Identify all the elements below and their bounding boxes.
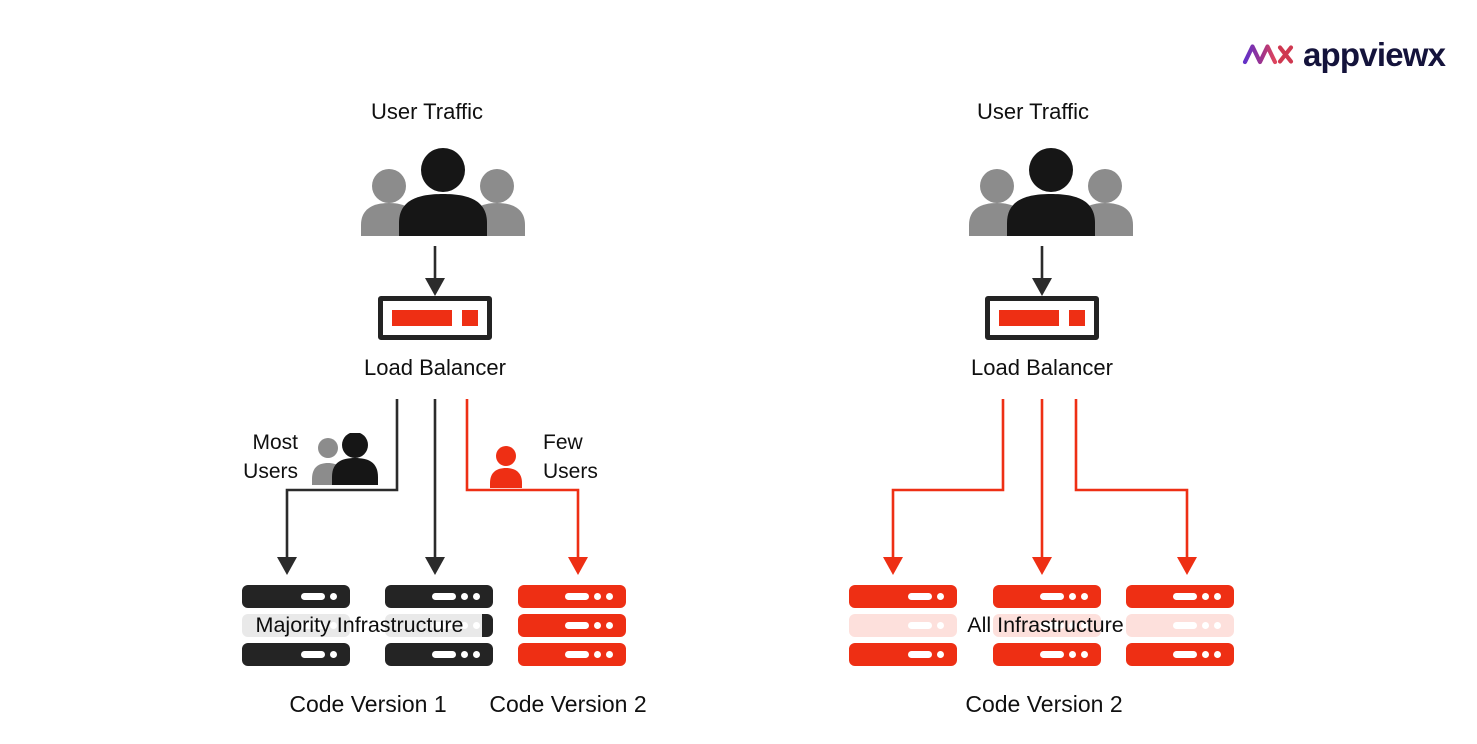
server-row — [518, 585, 626, 608]
server-dash — [301, 593, 325, 600]
server-row — [242, 643, 350, 666]
server-row — [518, 643, 626, 666]
server-dot — [937, 593, 944, 600]
server-row — [993, 643, 1101, 666]
server-dot — [937, 651, 944, 658]
left-load-balancer-icon — [378, 296, 492, 340]
brand-wordmark: appviewx — [1303, 35, 1446, 73]
most-users-icon — [312, 433, 378, 485]
server-dash — [432, 651, 456, 658]
server-dash — [1040, 651, 1064, 658]
server-dot — [594, 622, 601, 629]
left-server-stack-3 — [518, 585, 626, 666]
server-dash — [301, 651, 325, 658]
server-dot — [473, 593, 480, 600]
server-dot — [1081, 593, 1088, 600]
server-dot — [1069, 651, 1076, 658]
server-dot — [461, 593, 468, 600]
few-users-label: Few Users — [543, 431, 598, 483]
server-dash — [432, 593, 456, 600]
right-user-traffic-label: User Traffic — [976, 99, 1090, 124]
left-user-traffic-label: User Traffic — [370, 99, 484, 124]
server-dot — [1069, 593, 1076, 600]
most-users-label: Most Users — [243, 431, 298, 483]
server-dash — [908, 593, 932, 600]
right-load-balancer-label: Load Balancer — [971, 355, 1113, 380]
server-dot — [1202, 651, 1209, 658]
server-dot — [1214, 651, 1221, 658]
server-dot — [1202, 593, 1209, 600]
code-version-1-label: Code Version 1 — [289, 691, 447, 717]
server-dash — [1040, 593, 1064, 600]
right-server-stack-3 — [1126, 585, 1234, 666]
arrow-right-branch-1 — [891, 399, 1005, 558]
lb-square — [1069, 310, 1085, 326]
arrow-right-branch-3 — [1074, 399, 1189, 558]
right-red-arrowheads — [883, 557, 1197, 575]
server-dot — [461, 651, 468, 658]
server-dot — [606, 651, 613, 658]
right-top-arrowhead — [1032, 278, 1052, 296]
server-row — [849, 643, 957, 666]
server-row — [1126, 643, 1234, 666]
server-dash — [1173, 593, 1197, 600]
server-dot — [1214, 593, 1221, 600]
left-red-arrowhead — [568, 557, 588, 575]
server-dot — [606, 593, 613, 600]
server-dash — [565, 622, 589, 629]
wave-logo-icon — [1242, 44, 1294, 65]
left-connectors — [285, 246, 437, 558]
majority-infrastructure-band: Majority Infrastructure — [237, 611, 482, 640]
server-dash — [565, 651, 589, 658]
right-users-group-icon — [969, 148, 1133, 236]
server-row — [385, 643, 493, 666]
appviewx-logo: appviewx — [1242, 35, 1446, 73]
server-row — [518, 614, 626, 637]
server-row — [849, 585, 957, 608]
server-row — [1126, 585, 1234, 608]
server-dot — [330, 593, 337, 600]
all-infrastructure-band: All Infrastructure — [846, 611, 1245, 640]
few-users-icon — [490, 446, 522, 488]
left-load-balancer-label: Load Balancer — [364, 355, 506, 380]
server-dash — [1173, 651, 1197, 658]
server-dash — [908, 651, 932, 658]
server-dot — [594, 593, 601, 600]
right-red-connectors — [891, 399, 1189, 558]
server-dot — [473, 651, 480, 658]
server-row — [385, 585, 493, 608]
lb-bar — [999, 310, 1059, 326]
server-dot — [594, 651, 601, 658]
lb-bar — [392, 310, 452, 326]
server-row — [242, 585, 350, 608]
server-dash — [565, 593, 589, 600]
server-dot — [606, 622, 613, 629]
left-code-version-2-label: Code Version 2 — [489, 691, 647, 717]
right-load-balancer-icon — [985, 296, 1099, 340]
server-dot — [330, 651, 337, 658]
server-dot — [1081, 651, 1088, 658]
server-row — [993, 585, 1101, 608]
right-code-version-2-label: Code Version 2 — [965, 691, 1123, 717]
left-users-group-icon — [361, 148, 525, 236]
lb-square — [462, 310, 478, 326]
